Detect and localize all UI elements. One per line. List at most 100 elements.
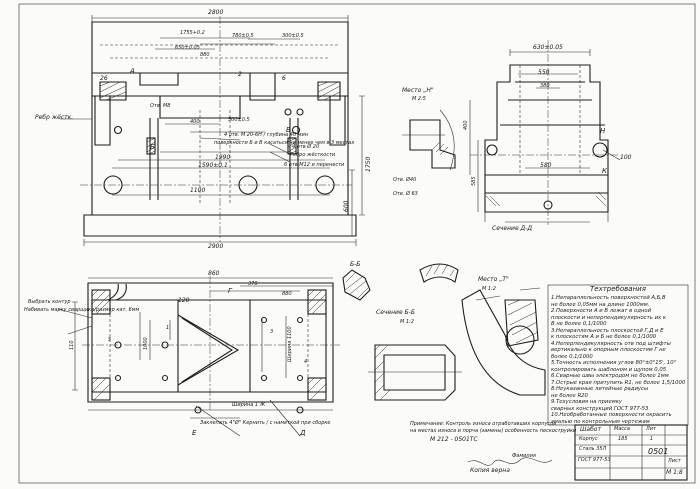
footer-note-2: на местах износа и порча (замены) особен… <box>410 428 577 434</box>
dim-120: 120 <box>178 297 190 304</box>
title-sheet: Лист <box>668 458 681 464</box>
label-a: А <box>130 67 135 75</box>
surface-callout: поверхности Б и В касаться не менее чем … <box>214 140 355 146</box>
section-bb-scale: М 1:2 <box>400 319 414 325</box>
side-view <box>469 40 621 225</box>
front-view <box>60 15 365 246</box>
footer-note-3: М 212 - 0501ТС <box>430 436 478 443</box>
section-dd-title: Сечение Д-Д <box>492 225 533 232</box>
note-line: более 0,1/1000 <box>551 353 593 360</box>
dim-300: 300±0.5 <box>282 33 304 39</box>
dim-400b: 400 <box>463 120 469 130</box>
detail-place-t <box>461 287 546 396</box>
footer-note-1: Примечание: Контроль износа отработавших… <box>410 421 557 427</box>
note-line: 5.Точность исполнения углов 80°±0°15', 1… <box>551 360 677 366</box>
place-t-scale: М 1:2 <box>482 286 496 292</box>
dim-880: 880 <box>200 52 210 58</box>
dim-1100: 1100 <box>190 187 206 194</box>
title-cell2: 185 <box>618 436 628 442</box>
dim-1000: 1000 <box>143 337 149 350</box>
note-line: 10.Необработанные поверхности окрасить <box>551 412 672 418</box>
title-cell1: Масса <box>614 426 630 432</box>
tapped-callout: 4 отв. М 20-6Н / глубина 40 мин <box>224 132 309 138</box>
dim-1990: 1990 <box>215 154 231 161</box>
label-d: Д <box>300 429 306 437</box>
note-line: 7.Острые края притупить R1, не более 1,5… <box>551 379 686 386</box>
place-t-title: Место „Т" <box>478 276 509 283</box>
rem-a: 6 отв М12 и перенести <box>284 162 345 168</box>
note-line: не более R20 <box>551 392 588 399</box>
dim-1750: 1750 <box>365 156 372 172</box>
note-line: 2.Поверхности А и В лежат в одной <box>551 308 652 314</box>
dim-110: 110 <box>69 340 75 350</box>
signature-scribble <box>467 457 553 466</box>
section-bb-title: Сечение Б-Б <box>376 309 415 316</box>
label-e: Е <box>192 429 197 437</box>
note-line: 4.Неперпендикулярность отв под штифты <box>551 340 671 347</box>
dim-600: 600 <box>343 200 350 212</box>
dim-860: 860 <box>208 270 220 277</box>
place-n-scale: М 2:5 <box>412 96 426 102</box>
mark-26: 26 <box>100 75 108 82</box>
dim-100: 100 <box>620 154 632 161</box>
dim-380: 380 <box>540 83 550 89</box>
note-line: В не более 0,1/1000 <box>551 321 607 327</box>
left-note: Выбрать контур <box>28 299 71 305</box>
note-line: сварных конструкций ГОСТ 977-53 <box>551 405 649 412</box>
section-bb-small <box>342 269 371 301</box>
title-material: Сталь 35Л <box>579 446 607 452</box>
title-name-1: Шабот <box>580 426 601 433</box>
detail-place-n <box>402 109 456 171</box>
label-g: Г <box>228 287 232 295</box>
dim-400: 400 <box>190 119 200 125</box>
title-doc-number: 0501 <box>648 447 669 456</box>
note-line: 3.Непараллельность плоскостей Г,Д и Е <box>551 327 664 334</box>
width-note: Ширина 1100 <box>287 326 293 362</box>
dim-580: 580 <box>540 162 552 169</box>
mark-1: 1 <box>166 325 170 331</box>
dim-550: 550 <box>538 69 550 76</box>
note-line: 8.Неуказанные литейные радиусы <box>551 386 649 392</box>
mark-6: 6 <box>282 75 286 82</box>
section-bb <box>368 263 462 401</box>
dim-1755: 1755+0.2 <box>180 30 205 36</box>
dim-370: 370 <box>248 281 258 287</box>
mark-5: 5 <box>108 337 112 343</box>
sheet-frame <box>18 3 696 484</box>
tech-title: Техтребования <box>590 285 646 293</box>
dim-500: 500±0.5 <box>228 117 250 123</box>
title-scale: М 1:8 <box>666 469 683 476</box>
holes-callout: 4 отв Ø 20 <box>292 144 320 150</box>
note-line: 6.Сварные швы электродом не более 1мм <box>551 373 669 379</box>
note-line: вертикально к опорным плоскостям Г не <box>551 347 666 353</box>
rib-mark-callout: Ребро жёсткости <box>290 152 336 158</box>
mark-2: 2 <box>238 71 242 78</box>
label-v: В <box>286 126 291 134</box>
ribs-callout: Ребр жёстк. <box>35 114 74 121</box>
signature-name: Фамилия <box>512 453 536 459</box>
rem-b: Отв. М8 <box>150 103 171 109</box>
note-line: плоскости и неперпендикулярность их к <box>551 314 667 321</box>
mark-4: 4 <box>304 359 308 365</box>
note-line: 1.Непараллельность поверхностей А,Б,В <box>551 295 666 301</box>
title-name-2: Корпус <box>579 436 598 442</box>
label-b: Б <box>150 143 155 151</box>
mark-left: Набивать марку сварщика/размер кат. 6мм <box>24 307 140 313</box>
dim-630: 630±0.05 <box>533 44 563 51</box>
title-mass: ГОСТ 977-53 <box>578 457 611 463</box>
mark-3: 3 <box>270 329 274 335</box>
dim-1590: 1590±0.1 <box>198 162 228 169</box>
bottom-mark: Заклепать 4"Ø" Кернить / с наметкой при … <box>200 420 331 426</box>
label-k: К <box>602 167 607 175</box>
title-cell4: 1 <box>650 436 654 442</box>
dim-2800: 2800 <box>208 9 224 16</box>
note-line: 9.Техусловия на приемку <box>551 399 623 405</box>
note-line: не более 0,05мм на длине 1000мм. <box>551 301 650 308</box>
title-cell3: Лит <box>646 426 656 432</box>
rem-d: Отв. Ø 63 <box>393 191 418 197</box>
lower-note: Ширина 1 Ж <box>232 402 266 408</box>
plan-view <box>57 276 340 437</box>
title-block <box>574 424 688 481</box>
